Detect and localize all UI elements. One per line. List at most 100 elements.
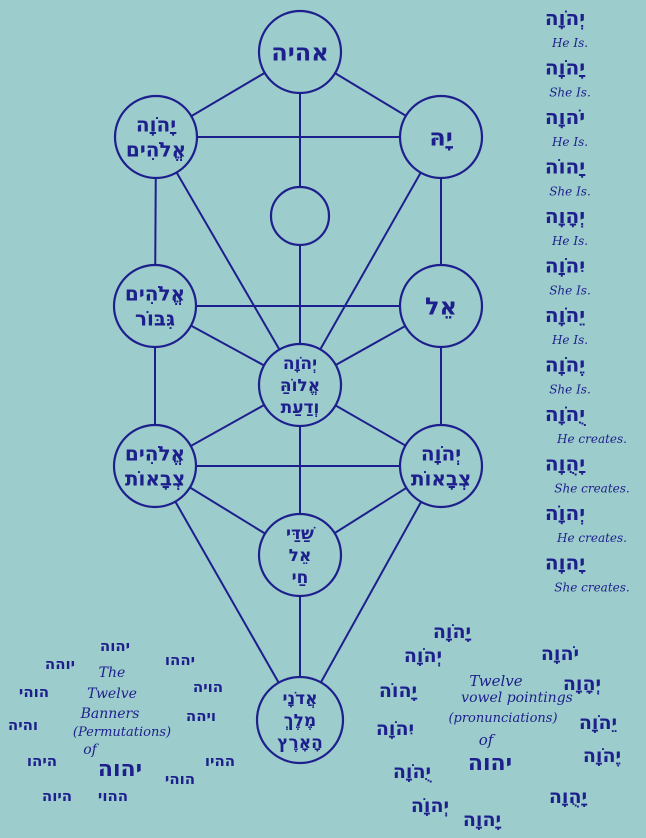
sephirah-circle	[398, 423, 484, 509]
banners-caption: Twelve	[87, 686, 137, 702]
banner-permutation: הוהי	[165, 770, 195, 788]
sephirah: יָהֹוָהאֱלֹהִים	[113, 94, 199, 180]
pointing-english: She Is.	[549, 284, 591, 298]
banners-caption: Banners	[80, 706, 140, 722]
pointing-english: She Is.	[549, 383, 591, 397]
banner-permutation: והיה	[8, 716, 38, 734]
vowels-caption: Twelve	[469, 672, 522, 690]
pointing-hebrew: יֻהֹוָה	[545, 402, 586, 426]
pointing-hebrew: יְהוָֹה	[545, 501, 585, 525]
divine-name: הָאָרֶץ	[277, 733, 323, 753]
pointing-hebrew: יְהָוָה	[545, 204, 585, 228]
pointing-hebrew: יָהוָה	[545, 551, 586, 575]
divine-name: אהיה	[271, 38, 329, 66]
divine-name: מֶלֶךְ	[284, 711, 316, 731]
vowel-pointing: יָהֹוָה	[433, 621, 472, 643]
sephirah: אהיה	[257, 9, 343, 95]
divine-name: אֱלֹהִים	[125, 442, 185, 466]
sephirah: אֱלֹהִיםגִּבּוֹר	[112, 263, 198, 349]
vowel-pointing: יָהוֹה	[379, 680, 418, 702]
pointing-english: He Is.	[551, 135, 588, 149]
sephirah: יְהֹוָהאֱלוֹהַּוְדַעַת	[257, 342, 343, 428]
vowel-pointing: יְהוָֹה	[411, 795, 449, 817]
divine-name: חַי	[292, 568, 309, 588]
pointing-hebrew: יָהֻוָה	[545, 452, 586, 476]
path-line	[155, 136, 301, 386]
pointing-english: She Is.	[549, 185, 591, 199]
vowel-pointing: יִהֹוָה	[376, 718, 414, 740]
pointing-english: She Is.	[549, 86, 591, 100]
twelve-banners-block: TheTwelveBanners(Permutations)ofיהוהיהוה…	[8, 637, 235, 805]
pointing-hebrew: יֹהוָה	[545, 105, 585, 129]
vowels-center-name: יהוה	[468, 751, 512, 776]
divine-name: צְבָאוֹת	[125, 467, 185, 491]
pointing-english: She creates.	[554, 581, 629, 595]
vowel-pointing: יֵהֹוָה	[579, 712, 617, 734]
path-line	[299, 136, 442, 386]
banner-permutation: הויה	[193, 678, 223, 696]
banners-caption: The	[99, 665, 126, 681]
divine-name: אֵל	[425, 292, 457, 320]
vowel-pointing: יֻהֹוָה	[393, 761, 433, 783]
divine-name: שַׁדַּי	[286, 524, 316, 544]
pointing-english: He Is.	[551, 36, 588, 50]
vowel-pointing: יְהֹוָה	[404, 645, 442, 667]
banner-permutation: ההיו	[205, 752, 235, 770]
sephirah	[269, 185, 331, 247]
divine-name: יְהֹוָה	[421, 442, 461, 466]
sephirah-circle	[113, 94, 199, 180]
vowel-pointing: יָהוָה	[463, 809, 502, 831]
sephirah-circle	[398, 94, 484, 180]
pointing-english: He Is.	[551, 234, 588, 248]
pointing-english: He creates.	[556, 531, 627, 545]
sephirah-circle	[269, 185, 331, 247]
banner-permutation: יהוה	[100, 637, 130, 655]
pointing-hebrew: יִהֹוָה	[545, 254, 585, 278]
divine-name: וְדַעַת	[281, 398, 320, 418]
divine-name: יָהּ	[429, 123, 454, 151]
sephirah-circle	[255, 675, 345, 765]
sephirah: אֵל	[398, 263, 484, 349]
sephirah-circle	[257, 512, 343, 598]
path-line	[299, 465, 442, 721]
vowel-pointing: יְהָוָה	[563, 673, 601, 695]
sephirah-circle	[398, 263, 484, 349]
divine-name: צְבָאוֹת	[411, 467, 471, 491]
sephirah-circle	[112, 263, 198, 349]
sephirah-circle	[257, 342, 343, 428]
sephirah: יָהּ	[398, 94, 484, 180]
vowel-pointing: יֶהֹוָה	[583, 745, 621, 767]
vowel-pointing: יֹהוָה	[541, 643, 579, 665]
vowels-caption: (pronunciations)	[448, 711, 557, 726]
pointing-hebrew: יֵהֹוָה	[545, 303, 585, 327]
sephirah-circle	[112, 423, 198, 509]
pointing-hebrew: יֶהֹוָה	[545, 353, 585, 377]
banner-permutation: היוה	[42, 787, 72, 805]
right-column-pointings: יְהֹוָה He Is. יָהֹוָה She Is. יֹהוָה He Is. י…	[545, 6, 630, 595]
divine-name: אֱלֹהִים	[125, 282, 185, 306]
sephirah: יְהֹוָהצְבָאוֹת	[398, 423, 484, 509]
banner-permutation: היהו	[27, 752, 57, 770]
banners-caption: of	[83, 742, 99, 758]
vowels-caption: vowel pointings	[461, 690, 573, 706]
sephirah: שַׁדַּיאֵל חַי	[257, 512, 343, 598]
pointing-hebrew: יָהֹוָה	[545, 56, 586, 80]
pointing-hebrew: יְהֹוָה	[545, 6, 585, 30]
pointing-english: He creates.	[556, 432, 627, 446]
pointing-hebrew: יָהוֹה	[545, 155, 586, 179]
path-line	[154, 465, 301, 721]
banner-permutation: יההו	[165, 651, 195, 669]
divine-name: אֱלֹהִים	[126, 138, 186, 162]
sephirah-circle	[257, 9, 343, 95]
banner-permutation: יוהה	[45, 655, 75, 673]
divine-name: יְהֹוָה	[283, 354, 317, 374]
sephirah: אֲדֹנָימֶלֶךְהָאָרֶץ	[255, 675, 345, 765]
banners-center-name: יהוה	[98, 757, 142, 782]
pointing-english: He Is.	[551, 333, 588, 347]
divine-name: יָהֹוָה	[136, 113, 177, 137]
divine-name: אֵל	[289, 546, 312, 566]
divine-name: גִּבּוֹר	[135, 307, 175, 331]
